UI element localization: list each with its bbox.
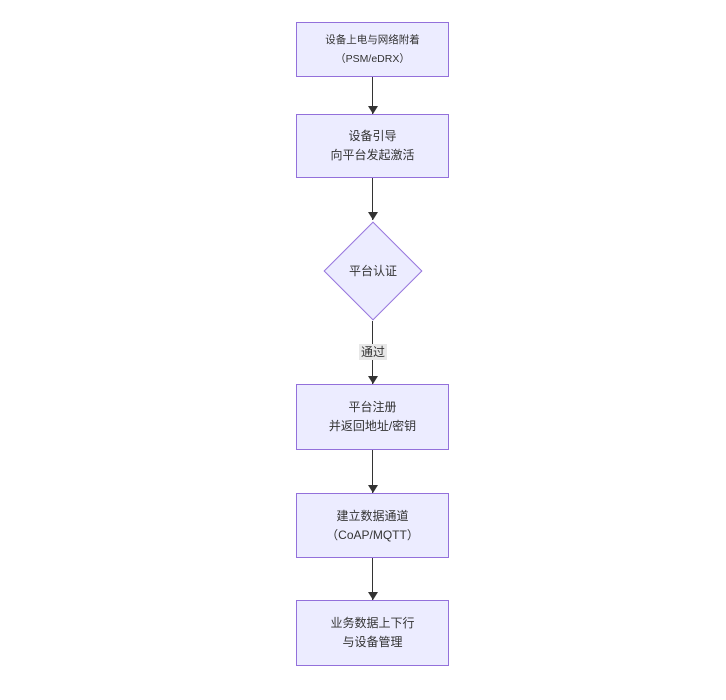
edge-label-pass: 通过 — [358, 344, 388, 360]
node-text-line: 业务数据上下行 — [330, 616, 415, 630]
node-text-line: 设备上电与网络附着 — [325, 33, 420, 46]
node-text-line: 平台注册 — [348, 400, 397, 414]
decision-label: 平台认证 — [348, 264, 397, 278]
node-text-line: 与设备管理 — [342, 635, 403, 649]
node-platform-register: 平台注册 并返回地址/密钥 — [296, 384, 449, 450]
node-text-line: （PSM/eDRX） — [335, 52, 410, 65]
decision-platform-auth: 平台认证 — [323, 220, 423, 321]
node-device-bootstrap: 设备引导 向平台发起激活 — [296, 114, 449, 178]
arrow-register-to-channel — [367, 450, 378, 493]
arrow-bootstrap-to-auth — [367, 178, 378, 220]
node-device-power-on: 设备上电与网络附着 （PSM/eDRX） — [296, 22, 449, 77]
node-text-line: 建立数据通道 — [336, 508, 409, 523]
arrow-power-to-bootstrap — [367, 77, 378, 114]
node-text-line: 向平台发起激活 — [330, 148, 415, 162]
arrow-channel-to-business — [367, 558, 378, 600]
node-text-line: 设备引导 — [348, 129, 397, 143]
node-business-data: 业务数据上下行 与设备管理 — [296, 600, 449, 666]
node-data-channel: 建立数据通道 （CoAP/MQTT） — [296, 493, 449, 558]
node-text-line: 并返回地址/密钥 — [328, 419, 417, 433]
node-text-line: （CoAP/MQTT） — [326, 527, 419, 542]
